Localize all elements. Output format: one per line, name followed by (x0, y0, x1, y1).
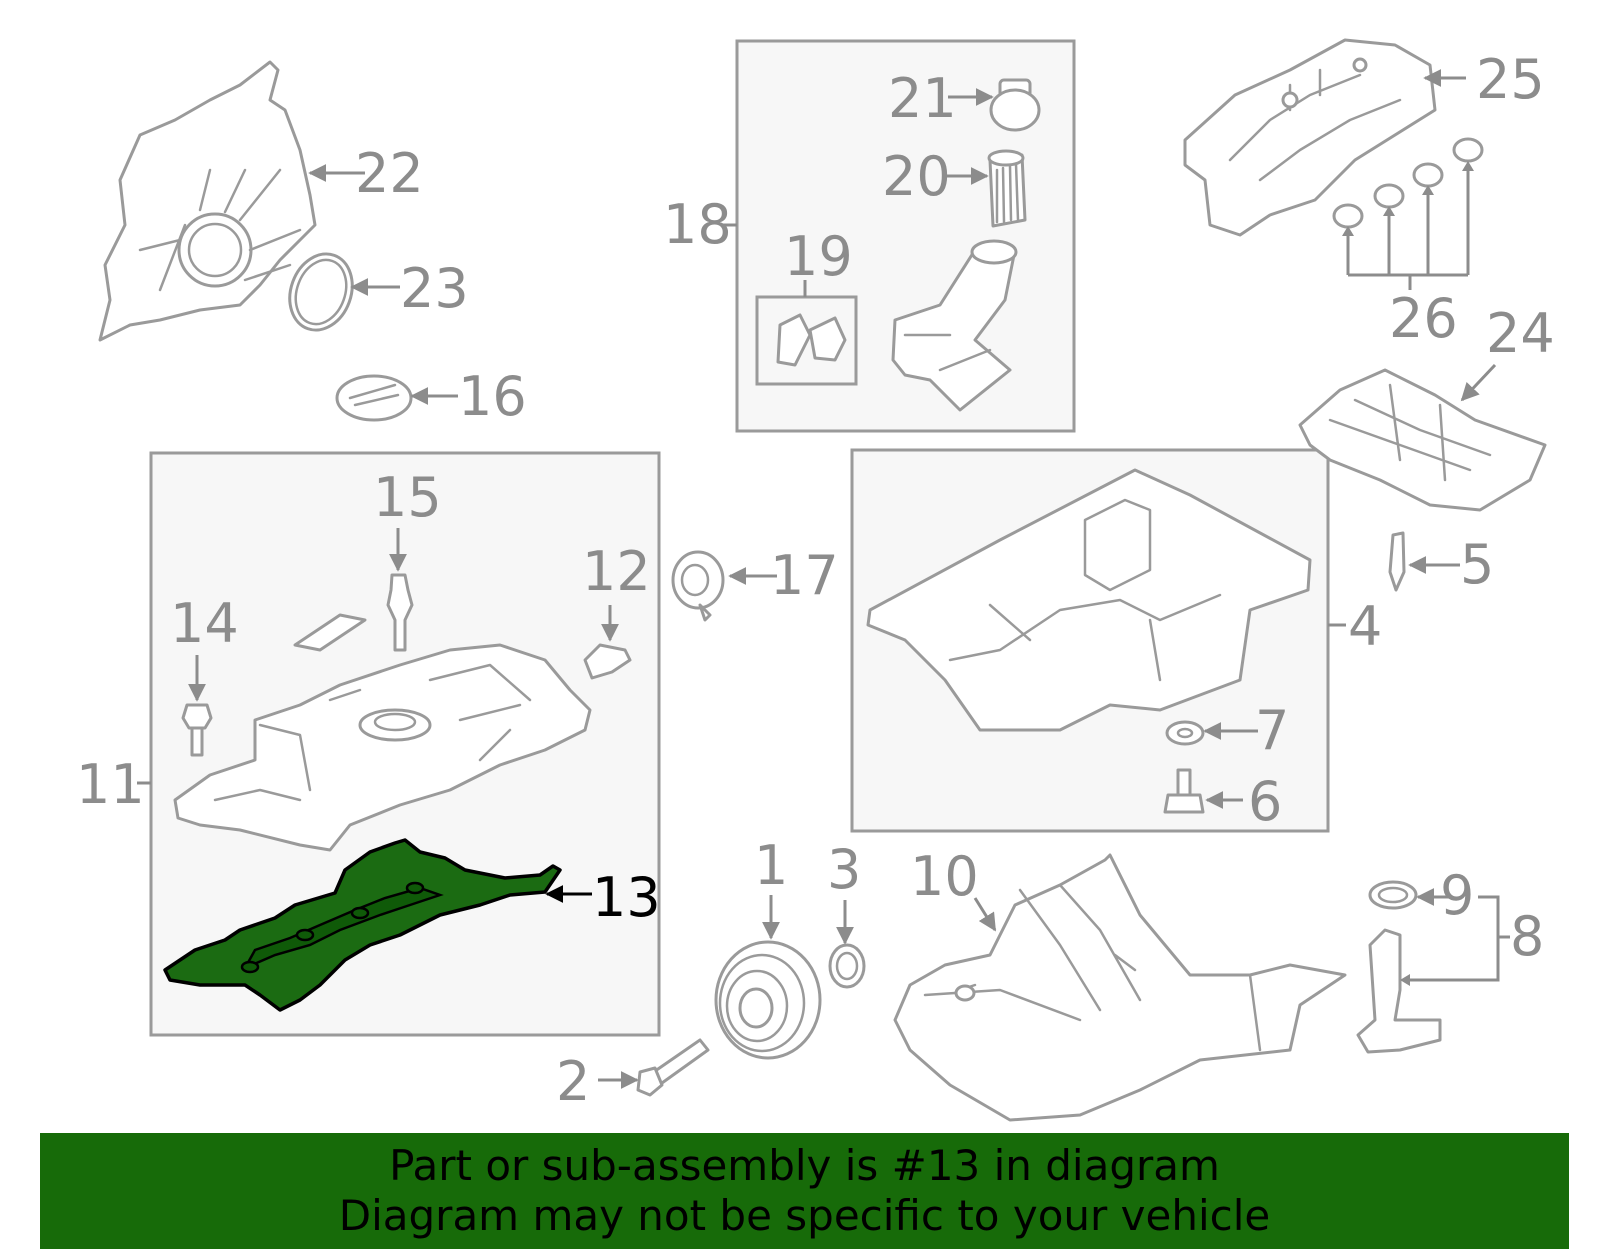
callout-25: 25 (1476, 48, 1545, 111)
small-gasket-part-12 (583, 643, 632, 680)
valve-cover-part-11 (173, 643, 592, 852)
callout-8: 8 (1510, 905, 1544, 968)
callout-19: 19 (784, 225, 853, 288)
callout-13: 13 (592, 866, 661, 929)
callout-21: 21 (888, 67, 957, 130)
valve-cover-gasket-part-13 (163, 838, 562, 1012)
callout-7: 7 (1255, 699, 1289, 762)
stud-part-15 (386, 573, 414, 652)
callout-16: 16 (458, 365, 527, 428)
oil-level-sensor-part-8 (1356, 928, 1442, 1054)
callout-14: 14 (170, 592, 239, 655)
oil-pan-upper-part-4 (866, 468, 1312, 732)
callout-11: 11 (76, 753, 145, 816)
pulley-part-17 (671, 550, 725, 622)
callout-3: 3 (827, 838, 861, 901)
callout-1: 1 (754, 834, 788, 897)
bolt-part-14 (181, 703, 213, 757)
callout-15: 15 (373, 466, 442, 529)
sensor-part-5 (1388, 531, 1406, 592)
filter-element-part-20 (987, 149, 1027, 228)
callout-18: 18 (663, 193, 732, 256)
callout-5: 5 (1460, 533, 1494, 596)
baffle-plate-part-24 (1298, 368, 1547, 512)
callout-9: 9 (1440, 864, 1474, 927)
filter-housing (891, 239, 1018, 412)
filter-cap-part-21 (989, 78, 1041, 132)
banner-line-1: Part or sub-assembly is #13 in diagram (389, 1141, 1220, 1190)
callout-26: 26 (1389, 287, 1458, 350)
callout-6: 6 (1248, 770, 1282, 833)
callout-23: 23 (400, 257, 469, 320)
seals-part-19 (776, 313, 847, 367)
banner-line-2: Diagram may not be specific to your vehi… (338, 1191, 1271, 1240)
seal-ring-part-23 (288, 252, 354, 332)
callout-20: 20 (882, 145, 951, 208)
washer-part-7 (1165, 720, 1205, 746)
seal-part-3 (828, 943, 866, 989)
callout-10: 10 (910, 845, 979, 908)
timing-cover-part-22 (98, 60, 317, 342)
callout-17: 17 (770, 544, 839, 607)
cap-part-16 (335, 374, 413, 422)
drain-plug-part-6 (1163, 768, 1205, 814)
callout-12: 12 (582, 540, 651, 603)
info-banner: Part or sub-assembly is #13 in diagram D… (40, 1133, 1569, 1249)
callout-4: 4 (1348, 595, 1382, 658)
callout-22: 22 (355, 142, 424, 205)
seal-ring-part-9 (1368, 880, 1418, 910)
bolt-part-2 (636, 1038, 710, 1097)
damper-pulley-part-1 (714, 940, 822, 1060)
oil-pan-lower-part-10 (893, 853, 1347, 1122)
callout-2: 2 (556, 1050, 590, 1113)
intake-manifold-part-25 (1183, 38, 1437, 237)
o-rings-part-26 (1332, 137, 1484, 229)
callout-24: 24 (1486, 302, 1555, 365)
